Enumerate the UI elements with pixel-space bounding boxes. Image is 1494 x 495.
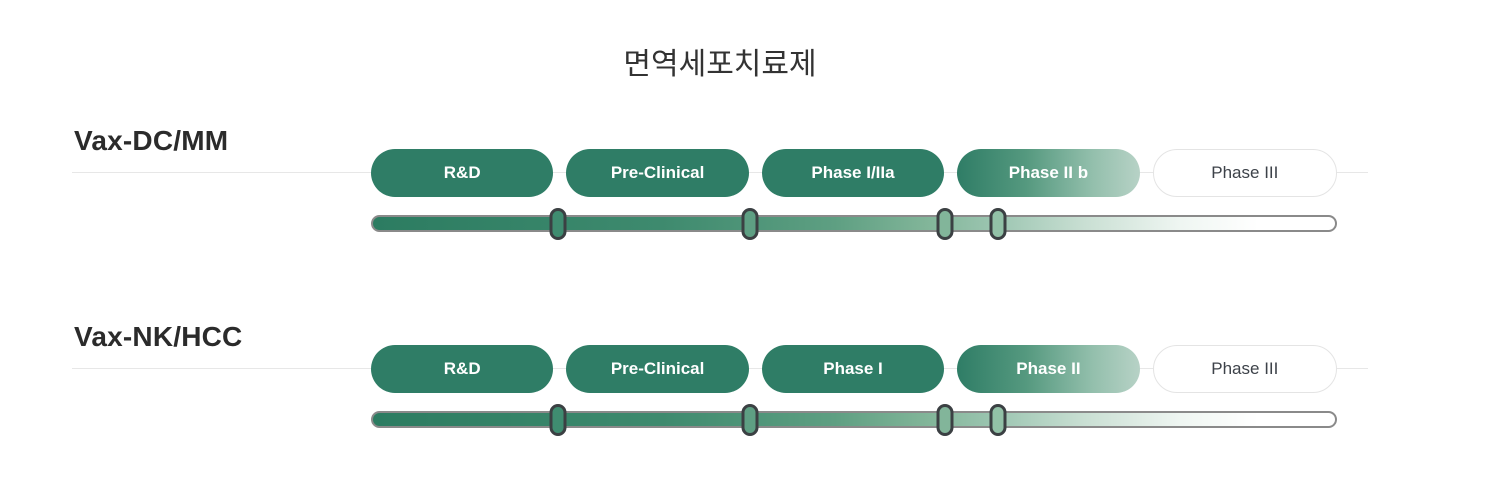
phase-progress-marker: [741, 207, 759, 240]
phase-pill-phase1-2a: Phase I/IIa: [761, 149, 945, 197]
phase-pill-preclinical: Pre-Clinical: [566, 149, 749, 197]
product-row-vax-dc-mm: Vax-DC/MM R&D Pre-Clinical Phase I/IIa P…: [0, 125, 1494, 265]
phase-pill-group: R&D Pre-Clinical Phase I/IIa Phase II b …: [371, 149, 1338, 197]
product-row-vax-nk-hcc: Vax-NK/HCC R&D Pre-Clinical Phase I Phas…: [0, 321, 1494, 461]
phase-pill-rnd: R&D: [371, 149, 554, 197]
phase-progress-marker: [549, 207, 567, 240]
phase-pill-phase2: Phase II: [957, 345, 1140, 393]
progress-bar: [371, 207, 1337, 240]
product-name: Vax-DC/MM: [74, 125, 229, 156]
phase-pill-phase3: Phase III: [1152, 345, 1338, 393]
phase-progress-marker: [989, 403, 1007, 436]
page-title: 면역세포치료제: [623, 48, 817, 81]
phase-progress-marker: [936, 207, 954, 240]
phase-progress-marker: [936, 403, 954, 436]
phase-progress-marker: [741, 403, 759, 436]
phase-pill-phase2b: Phase II b: [957, 149, 1140, 197]
phase-pill-preclinical: Pre-Clinical: [566, 345, 749, 393]
product-name: Vax-NK/HCC: [74, 321, 243, 352]
phase-pill-phase1: Phase I: [761, 345, 945, 393]
progress-bar: [371, 403, 1337, 436]
phase-progress-marker: [549, 403, 567, 436]
phase-pill-group: R&D Pre-Clinical Phase I Phase II Phase …: [371, 345, 1338, 393]
phase-pill-rnd: R&D: [371, 345, 554, 393]
phase-pill-phase3: Phase III: [1152, 149, 1338, 197]
phase-progress-marker: [989, 207, 1007, 240]
